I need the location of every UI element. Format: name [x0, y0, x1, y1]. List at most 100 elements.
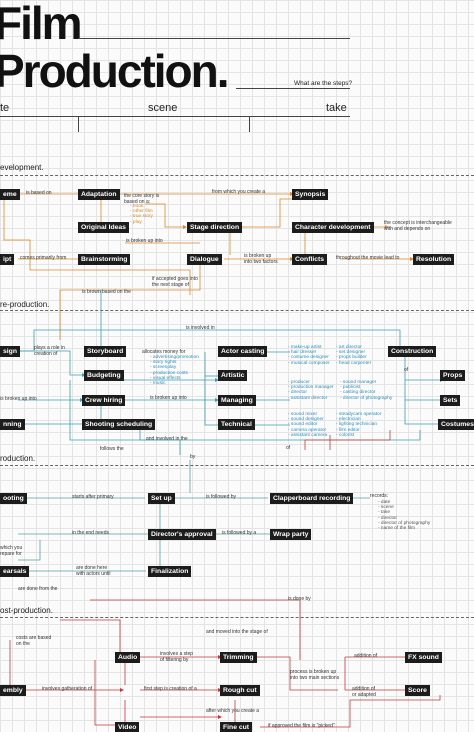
connector — [94, 660, 115, 726]
edge-label: after which you create a — [206, 708, 260, 714]
list-item: - producer — [288, 380, 310, 385]
node-dialogue[interactable]: Dialogue — [187, 254, 222, 265]
edge-label: are done from the — [18, 586, 58, 592]
node-character-development[interactable]: Character development — [292, 222, 374, 233]
node-script[interactable]: ipt — [0, 254, 15, 265]
connector — [3, 200, 191, 295]
list-adaptation-sources: - book - other film - true story - play — [130, 204, 153, 225]
edge-label: from which you create a — [212, 189, 266, 195]
section-divider — [0, 310, 474, 311]
node-actor-casting[interactable]: Actor casting — [218, 346, 268, 357]
edge-label: which you repare for — [0, 545, 23, 557]
list-item: - play — [130, 219, 142, 225]
list-item: - scene — [378, 505, 394, 511]
edge-label: first step is creation of a — [144, 686, 197, 692]
edge-label: addition of or adapted — [352, 686, 376, 698]
node-video[interactable]: Video — [115, 722, 140, 732]
list-artistic-crew-2: - art director - set designer - props bu… — [336, 345, 371, 366]
node-clapperboard-recording[interactable]: Clapperboard recording — [270, 493, 354, 504]
node-adaptation[interactable]: Adaptation — [78, 189, 120, 200]
node-shooting[interactable]: ooting — [0, 493, 27, 504]
edge-label: the concept is interchangeable with and … — [384, 220, 452, 232]
node-budgeting[interactable]: Budgeting — [84, 370, 124, 381]
edge-label: is broken up into — [150, 395, 187, 401]
list-item: - true story — [130, 214, 153, 220]
node-props[interactable]: Props — [440, 370, 466, 381]
list-budget-items: - advertising/promotion - story rights -… — [150, 355, 199, 386]
node-artistic[interactable]: Artistic — [218, 370, 248, 381]
node-resolution[interactable]: Resolution — [413, 254, 455, 265]
list-item: - advertising/promotion — [150, 355, 199, 360]
node-rehearsals[interactable]: earsals — [0, 566, 30, 577]
connector — [18, 350, 82, 376]
connector — [145, 203, 183, 228]
node-stage-direction[interactable]: Stage direction — [187, 222, 243, 233]
node-synopsis[interactable]: Synopsis — [292, 189, 329, 200]
edge-label: are done here with actors until — [76, 565, 111, 577]
node-scheme[interactable]: eme — [0, 189, 20, 200]
column-header-2: scene — [148, 102, 178, 114]
node-finalization[interactable]: Finalization — [148, 566, 192, 577]
edge-label: is broken up into — [0, 396, 37, 402]
column-tick — [78, 116, 79, 132]
edge-label: is involved in — [186, 325, 215, 331]
list-managing-crew-2: - sound manager - publicist - casting di… — [340, 380, 392, 401]
list-records-items: - date - scene - take - director - direc… — [378, 500, 430, 531]
list-item: - assistant director — [288, 395, 328, 401]
list-item: - colorist — [336, 432, 355, 438]
connector — [204, 352, 218, 426]
node-sets[interactable]: Sets — [440, 395, 461, 406]
title-line-1: Film — [0, 0, 83, 49]
list-item: - sound designer — [288, 417, 324, 423]
edge-label: of — [286, 445, 291, 451]
list-item: - head carpenter — [336, 360, 372, 366]
node-fx-sound[interactable]: FX sound — [405, 652, 442, 663]
section-divider — [0, 465, 474, 466]
node-fine-cut[interactable]: Fine cut — [220, 722, 253, 732]
title-rule — [78, 38, 350, 39]
node-directors-approval[interactable]: Director's approval — [148, 529, 216, 540]
connector — [59, 264, 201, 340]
node-trimming[interactable]: Trimming — [220, 652, 257, 663]
node-design[interactable]: sign — [0, 346, 20, 357]
node-score[interactable]: Score — [405, 685, 430, 696]
edge-label: involves gatheration of — [42, 686, 93, 692]
list-item: - electrician — [336, 417, 361, 423]
node-rough-cut[interactable]: Rough cut — [220, 685, 260, 696]
node-shooting-scheduling[interactable]: Shooting scheduling — [82, 419, 156, 430]
list-item: - director of photography — [340, 395, 393, 401]
node-planning[interactable]: nning — [0, 419, 25, 430]
node-crew-hiring[interactable]: Crew hiring — [82, 395, 126, 406]
edge-label: records: — [370, 493, 389, 499]
node-storyboard[interactable]: Storyboard — [84, 346, 127, 357]
node-original-ideas[interactable]: Original Ideas — [78, 222, 129, 233]
connector — [60, 619, 121, 652]
node-costumes[interactable]: Costumes — [438, 419, 474, 430]
node-set-up[interactable]: Set up — [148, 493, 175, 504]
node-wrap-party[interactable]: Wrap party — [270, 529, 312, 540]
list-item: - set designer — [336, 350, 366, 356]
list-item: - visual effects — [150, 375, 181, 381]
node-audio[interactable]: Audio — [115, 652, 141, 663]
column-header-3: take — [326, 102, 347, 114]
column-tick — [249, 116, 250, 132]
list-item: - director — [378, 515, 397, 521]
node-conflicts[interactable]: Conflicts — [292, 254, 328, 265]
node-construction[interactable]: Construction — [388, 346, 437, 357]
edge-label: throughout the movie lead to — [336, 255, 400, 261]
connector — [404, 380, 440, 401]
connector — [404, 400, 440, 425]
edge-label: involves a step of filtering by — [160, 651, 194, 663]
node-technical[interactable]: Technical — [218, 419, 255, 430]
node-assembly[interactable]: embly — [0, 685, 26, 696]
node-managing[interactable]: Managing — [218, 395, 256, 406]
list-item: - steadycam operator — [336, 412, 382, 417]
list-item: - other film — [130, 209, 153, 215]
edge-label: and involved in the — [146, 436, 188, 442]
node-brainstorming[interactable]: Brainstorming — [78, 254, 131, 265]
edge-label: the core story is based on a: — [124, 193, 160, 205]
column-rule — [0, 116, 350, 117]
edge-label: starts after primary — [72, 494, 114, 500]
list-item: - sound manager — [340, 380, 377, 385]
